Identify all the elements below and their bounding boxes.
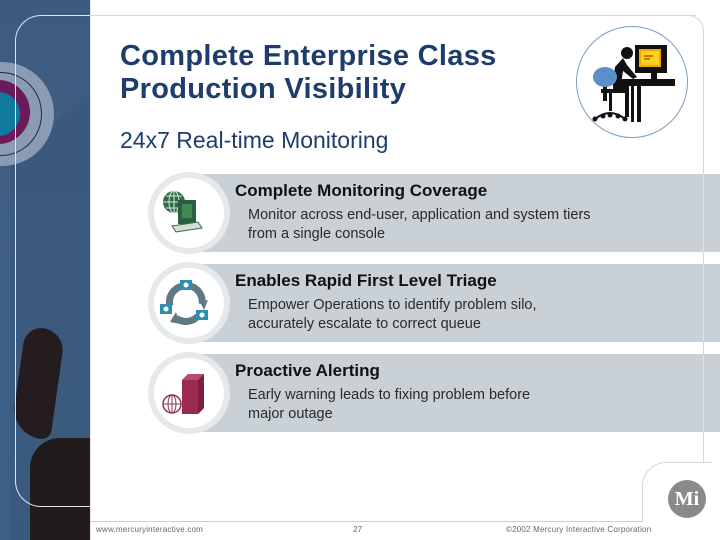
footer-copyright: ©2002 Mercury Interactive Corporation [506, 525, 652, 534]
description-line-2: accurately escalate to correct queue [248, 316, 481, 332]
icon-halo-inner [154, 268, 224, 338]
feature-edge-line [703, 354, 704, 432]
feature-description: Empower Operations to identify problem s… [248, 296, 688, 334]
cycle-arrows-icon [158, 276, 214, 330]
logo-text: Mi [674, 487, 700, 510]
feature-description: Monitor across end-user, application and… [248, 206, 688, 244]
feature-heading: Complete Monitoring Coverage [235, 181, 488, 200]
left-photo-panel [0, 0, 90, 540]
frame-top-line [90, 15, 696, 16]
feature-row-rapid-triage: Enables Rapid First Level Triage Empower… [148, 262, 720, 344]
person-at-computer-icon [576, 26, 688, 138]
globe-computer-icon [158, 186, 214, 240]
description-line-1: Empower Operations to identify problem s… [248, 297, 537, 313]
divider [90, 0, 91, 540]
slide-subtitle: 24x7 Real-time Monitoring [120, 127, 389, 153]
feature-description: Early warning leads to fixing problem be… [248, 386, 688, 424]
page-number: 27 [353, 525, 363, 534]
feature-row-monitoring-coverage: Complete Monitoring Coverage Monitor acr… [148, 172, 720, 254]
description-line-2: major outage [248, 406, 333, 422]
feature-edge-line [703, 174, 704, 252]
description-line-1: Early warning leads to fixing problem be… [248, 387, 531, 403]
frame-bottom-line [90, 521, 642, 522]
mercury-logo-icon: Mi [668, 480, 706, 518]
title-line-1: Complete Enterprise Class [120, 40, 497, 72]
slide-title: Complete Enterprise Class Production Vis… [120, 40, 580, 106]
feature-heading: Proactive Alerting [235, 361, 380, 380]
title-line-2: Production Visibility [120, 73, 407, 105]
footer-website: www.mercuryinteractive.com [96, 525, 204, 534]
description-line-2: from a single console [248, 226, 386, 242]
description-line-1: Monitor across end-user, application and… [248, 207, 591, 223]
feature-row-proactive-alerting: Proactive Alerting Early warning leads t… [148, 352, 720, 434]
server-globe-icon [158, 366, 214, 420]
feature-edge-line [703, 264, 704, 342]
feature-heading: Enables Rapid First Level Triage [235, 271, 497, 290]
panel-frame-line [15, 15, 90, 507]
